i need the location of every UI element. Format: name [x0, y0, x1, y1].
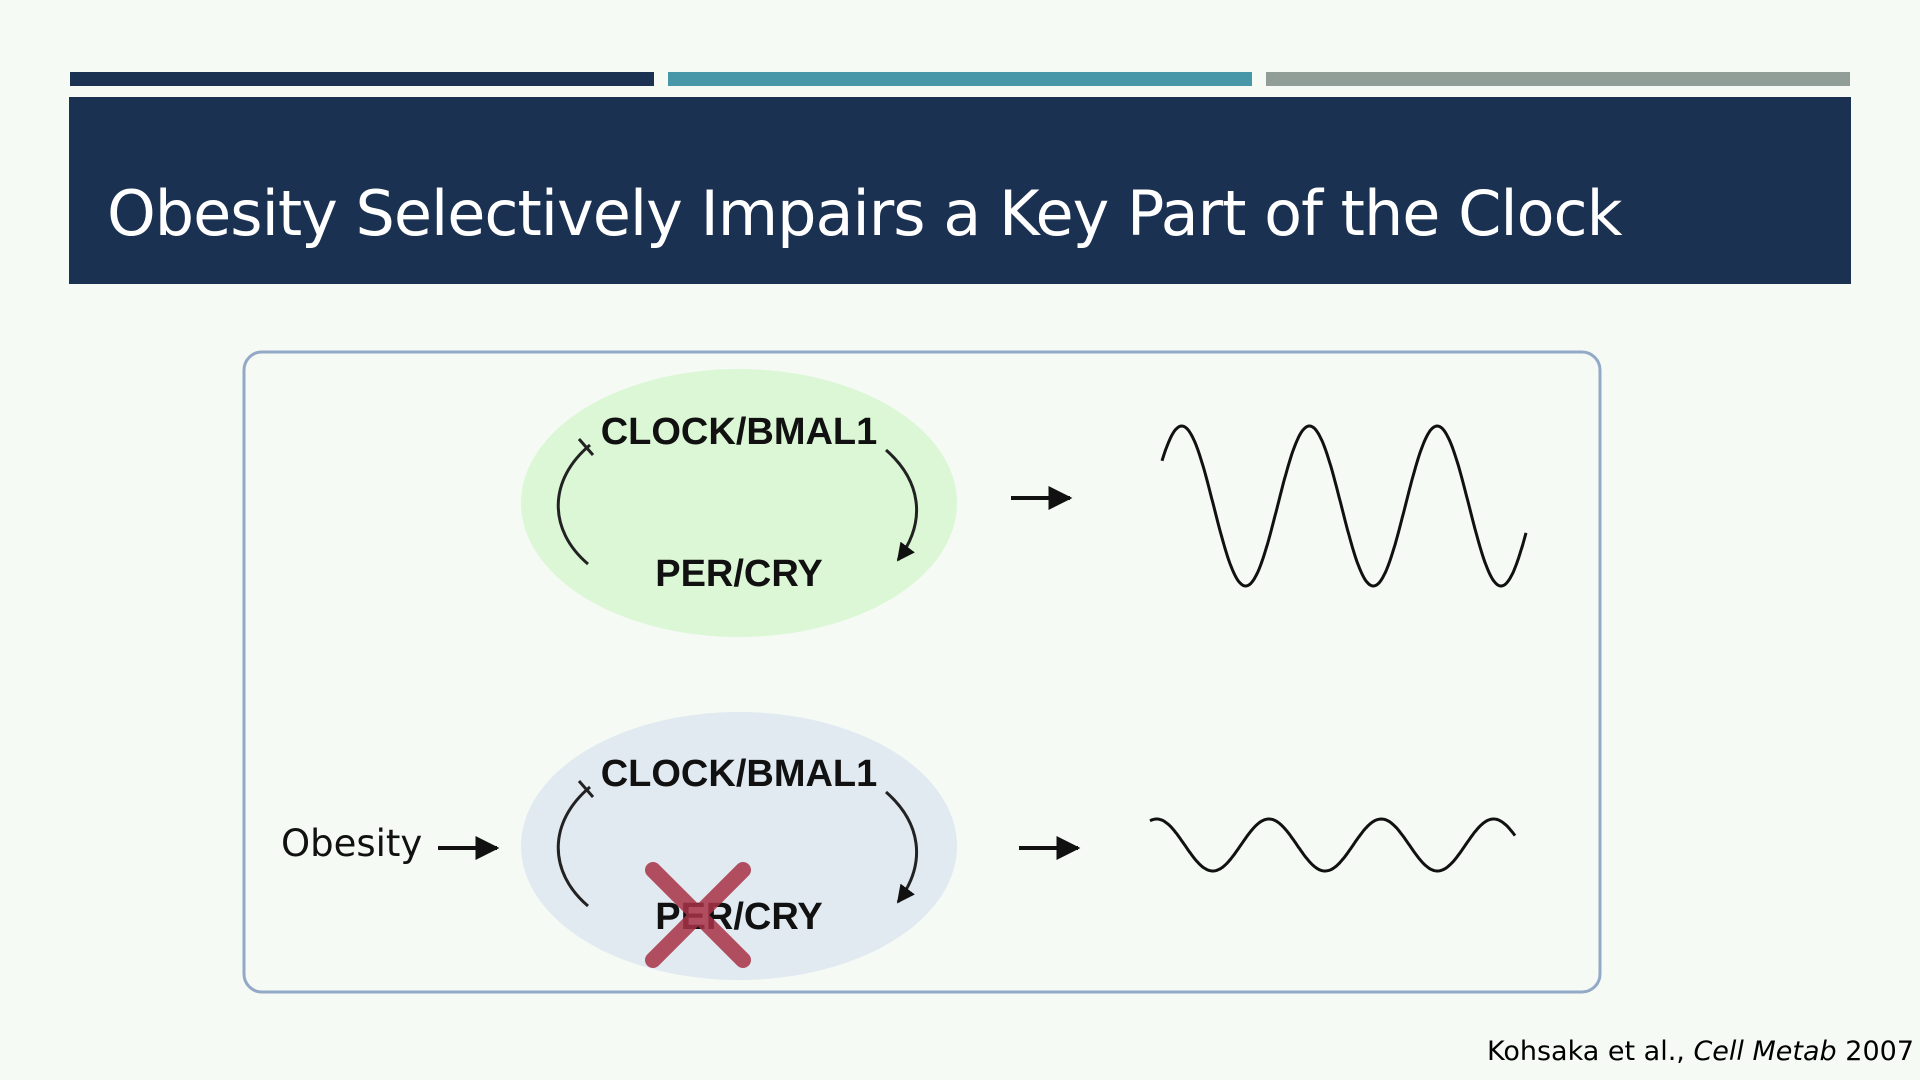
- healthy-per-cry-label: PER/CRY: [655, 553, 823, 595]
- healthy-clock-loop: CLOCK/BMAL1 PER/CRY: [521, 369, 957, 637]
- accent-bar-teal: [668, 72, 1252, 86]
- healthy-activation-arrow: [885, 448, 919, 562]
- healthy-ellipse: [521, 369, 957, 637]
- citation-authors: Kohsaka et al.,: [1486, 1036, 1685, 1067]
- impairment-x-icon: [645, 862, 751, 968]
- healthy-clock-bmal1-label: CLOCK/BMAL1: [601, 411, 878, 453]
- slide-title: Obesity Selectively Impairs a Key Part o…: [107, 177, 1623, 250]
- healthy-inhibition-bar: [577, 438, 595, 456]
- obese-inhibition-bar: [577, 780, 595, 798]
- obese-rhythm-wave: [1149, 817, 1517, 873]
- diagram-frame: [242, 350, 1602, 994]
- healthy-rhythm-wave: [1160, 424, 1528, 588]
- title-band: Obesity Selectively Impairs a Key Part o…: [69, 97, 1851, 284]
- obesity-input-label: Obesity: [281, 822, 422, 865]
- citation-year: 2007: [1845, 1036, 1914, 1067]
- accent-bar-navy: [70, 72, 654, 86]
- citation-journal: Cell Metab: [1693, 1036, 1837, 1067]
- obese-activation-arrow: [885, 790, 919, 904]
- obese-clock-bmal1-label: CLOCK/BMAL1: [601, 753, 878, 795]
- obese-inhibition-arc: [556, 785, 591, 908]
- citation: Kohsaka et al., Cell Metab 2007: [1487, 1036, 1914, 1067]
- accent-bar-gray: [1266, 72, 1850, 86]
- obese-clock-loop: CLOCK/BMAL1 PER/CRY: [521, 712, 957, 980]
- healthy-inhibition-arc: [556, 443, 591, 566]
- obese-ellipse: [521, 712, 957, 980]
